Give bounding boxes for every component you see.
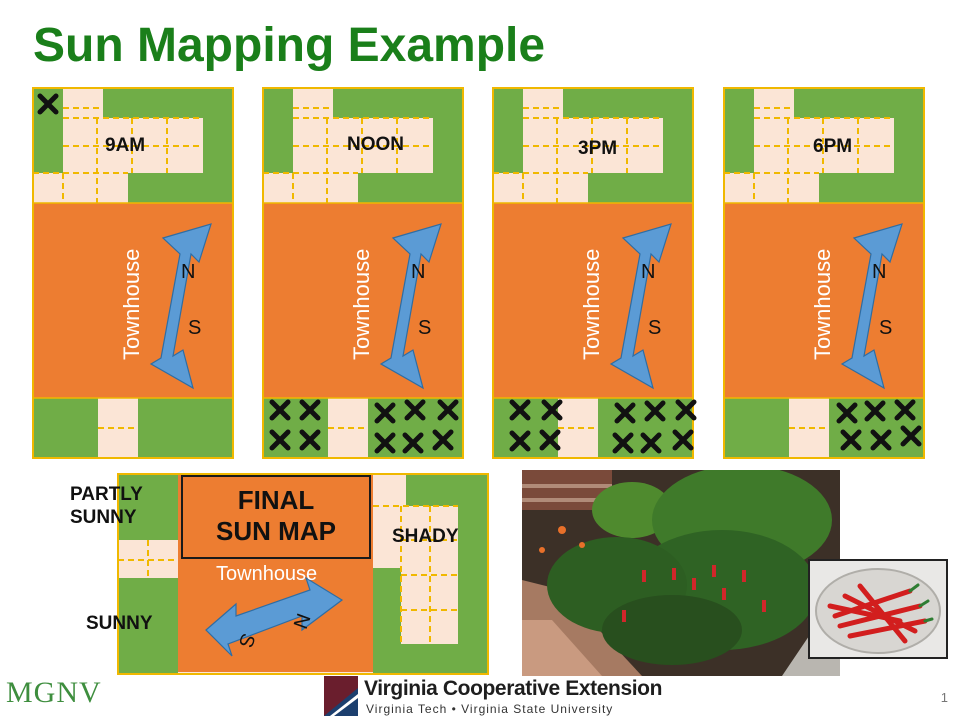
compass-s-label: S [648, 317, 661, 339]
time-label: 3PM [578, 138, 617, 159]
compass-s-label: S [418, 317, 431, 339]
final-heading-line-2: SUN MAP [216, 516, 336, 546]
compass-arrow-icon [205, 576, 344, 657]
compass-arrow-icon [149, 223, 212, 390]
label-partly-sunny-line-2: SUNNY [70, 507, 137, 528]
panel-3pm: N S Townhouse 3PM [492, 87, 694, 459]
compass-s-label: S [879, 317, 892, 339]
label-partly-sunny-line-1: PARTLY [70, 484, 143, 505]
vce-logo: Virginia Cooperative Extension Virginia … [324, 676, 662, 718]
final-heading-line-1: FINAL [237, 485, 315, 515]
townhouse-label: Townhouse [119, 249, 144, 360]
townhouse-label: Townhouse [579, 249, 604, 360]
townhouse-label: Townhouse [349, 249, 374, 360]
panel-6pm: N S Townhouse 6PM [723, 87, 925, 459]
compass-n-label: N [641, 261, 655, 283]
compass-arrow-icon [379, 223, 442, 390]
final-compass-n-label: N [288, 610, 314, 631]
label-shady: SHADY [392, 526, 459, 547]
time-label: NOON [347, 134, 404, 155]
compass-s-label: S [188, 317, 201, 339]
final-townhouse-label: Townhouse [216, 563, 317, 585]
pepper-bowl-photo [808, 559, 948, 659]
compass-arrow-icon [609, 223, 672, 390]
time-label: 9AM [105, 135, 145, 156]
panel-noon: N S Townhouse NOON [262, 87, 464, 459]
compass-arrow-icon [840, 223, 903, 390]
page-number: 1 [940, 690, 948, 705]
time-label: 6PM [813, 136, 852, 157]
compass-n-label: N [181, 261, 195, 283]
slide-title: Sun Mapping Example [33, 19, 546, 72]
vce-title: Virginia Cooperative Extension [364, 677, 663, 700]
label-sunny: SUNNY [86, 613, 153, 634]
townhouse-label: Townhouse [810, 249, 835, 360]
garden-photo [522, 470, 840, 676]
compass-n-label: N [872, 261, 886, 283]
vce-subtitle: Virginia Tech • Virginia State Universit… [366, 702, 614, 716]
shade-x-mark [37, 93, 59, 115]
vce-mark-icon [324, 676, 358, 716]
compass-n-label: N [411, 261, 425, 283]
mgnv-logo: MGNV [6, 676, 102, 709]
panel-9am: N S Townhouse 9AM [32, 87, 234, 459]
final-sun-map-heading: FINAL SUN MAP [181, 475, 371, 559]
label-partly-sunny: PARTLY SUNNY [70, 483, 143, 529]
